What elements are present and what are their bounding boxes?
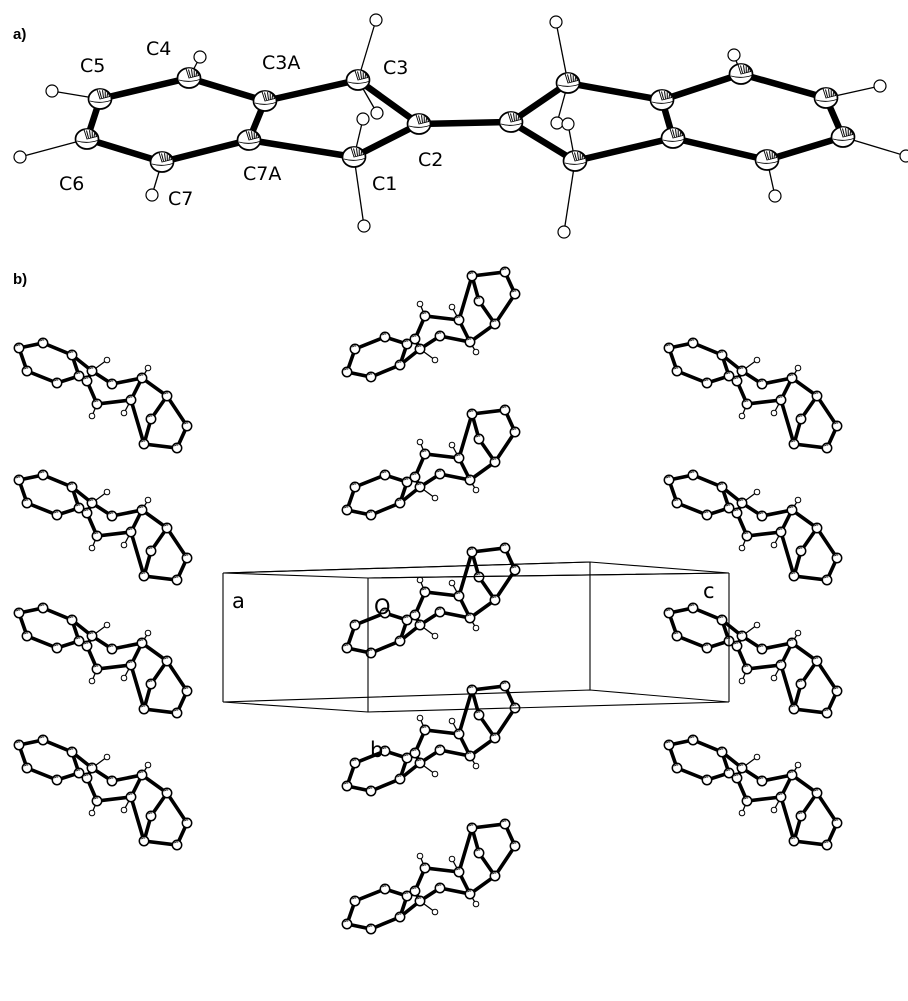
unit-cell	[222, 561, 730, 713]
h-atom	[356, 112, 370, 126]
packing-molecule	[664, 603, 841, 717]
h-atom	[357, 219, 371, 233]
axis-label-b: b	[370, 738, 383, 762]
packing-molecule	[14, 735, 191, 849]
panel-a-molecule: C5 C4 C3A C3 C2 C1 C7A C7 C6	[13, 13, 908, 239]
packing-molecule	[342, 267, 519, 381]
atom-c1	[341, 146, 367, 168]
atom-c3a	[252, 90, 278, 112]
h-atom	[45, 84, 59, 98]
atom-c7	[149, 151, 175, 173]
cc-bonds	[82, 70, 848, 166]
h-atom	[145, 188, 159, 202]
panel-b: b)	[13, 267, 842, 933]
atom-c6	[74, 128, 100, 150]
packing-molecule	[664, 735, 841, 849]
label-c7a: C7A	[243, 163, 281, 185]
atom-c4-prime	[728, 63, 754, 85]
h-atom	[768, 189, 782, 203]
molecule-column-left	[14, 338, 191, 849]
label-c3: C3	[383, 57, 408, 79]
h-atom	[561, 117, 575, 131]
molecule-column-middle	[342, 267, 519, 933]
h-atom	[899, 149, 908, 163]
h-atom	[873, 79, 887, 93]
molecule-column-right	[664, 338, 841, 849]
h-atom	[549, 15, 563, 29]
atom-c1-prime	[562, 150, 588, 172]
label-c6: C6	[59, 173, 84, 195]
packing-molecule	[14, 338, 191, 452]
label-c7: C7	[168, 188, 193, 210]
atom-labels: C5 C4 C3A C3 C2 C1 C7A C7 C6	[59, 38, 443, 210]
packing-molecule	[342, 543, 519, 657]
h-atom	[369, 13, 383, 27]
label-c5: C5	[80, 55, 105, 77]
packing-molecule	[342, 405, 519, 519]
atom-c5-prime	[813, 87, 839, 109]
packing-molecule	[14, 603, 191, 717]
atom-c5	[87, 88, 113, 110]
atom-c2	[406, 113, 432, 135]
atom-c6-prime	[830, 126, 856, 148]
h-atom	[13, 150, 27, 164]
cell-axis-labels: a O c b	[232, 579, 715, 762]
atom-c7-prime	[754, 149, 780, 171]
h-atom	[193, 50, 207, 64]
panel-b-label: b)	[13, 271, 27, 288]
atom-c3-prime	[555, 72, 581, 94]
label-c3a: C3A	[262, 52, 300, 74]
packing-molecule	[664, 470, 841, 584]
atom-c7a-prime	[660, 127, 686, 149]
h-atom	[727, 48, 741, 62]
atom-c3a-prime	[649, 89, 675, 111]
h-atom	[557, 225, 571, 239]
packing-molecule	[342, 819, 519, 933]
axis-label-c: c	[703, 579, 715, 603]
packing-molecule	[342, 681, 519, 795]
atom-c4	[176, 67, 202, 89]
atom-c3	[345, 69, 371, 91]
axis-label-a: a	[232, 589, 245, 613]
atom-c2-prime	[498, 111, 524, 133]
axis-label-origin: O	[374, 595, 391, 619]
h-atom	[550, 116, 564, 130]
label-c2: C2	[418, 149, 443, 171]
atom-c7a	[236, 129, 262, 151]
packing-molecule	[14, 470, 191, 584]
label-c1: C1	[372, 173, 397, 195]
label-c4: C4	[146, 38, 171, 60]
h-atom	[370, 106, 384, 120]
panel-a-label: a)	[13, 26, 26, 43]
panel-a: a)	[13, 13, 908, 239]
packing-molecule	[664, 338, 841, 452]
